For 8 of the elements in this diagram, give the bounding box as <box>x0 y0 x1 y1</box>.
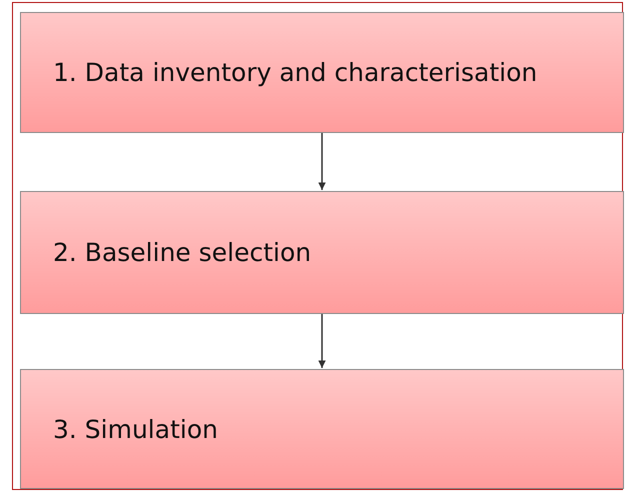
arrow <box>318 133 326 190</box>
step-label: 1. Data inventory and characterisation <box>53 58 538 87</box>
step-label: 2. Baseline selection <box>53 238 312 267</box>
arrow <box>318 314 326 368</box>
step-label: 3. Simulation <box>53 414 218 444</box>
process-box <box>20 191 624 314</box>
process-box <box>20 369 624 489</box>
process-box <box>20 12 624 133</box>
